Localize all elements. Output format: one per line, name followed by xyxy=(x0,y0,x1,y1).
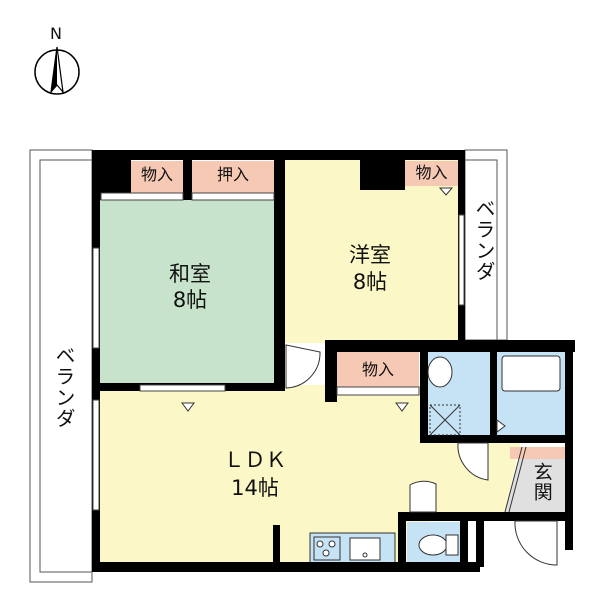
yoshitsu-closet-label: 物入 xyxy=(415,163,448,182)
bathtub-icon xyxy=(501,355,561,392)
ldk-size: 14帖 xyxy=(231,476,279,500)
washitsu-floor xyxy=(100,200,278,385)
yoshitsu-name: 洋室 xyxy=(349,243,391,267)
genkan-shoe-cabinet xyxy=(510,447,565,459)
yoshitsu-size: 8帖 xyxy=(352,270,388,294)
ldk-closet-label: 物入 xyxy=(361,360,394,379)
washitsu-oshiire-label: 押入 xyxy=(216,165,249,184)
yoshitsu-floor xyxy=(285,160,458,343)
ldk-name: ＬＤＫ xyxy=(223,448,287,472)
sink-icon xyxy=(427,356,453,388)
toilet-icon xyxy=(418,534,448,556)
kitchen-sink-icon xyxy=(349,537,381,561)
north-arrow-icon xyxy=(34,46,80,95)
doors xyxy=(181,187,558,566)
washitsu-size: 8帖 xyxy=(172,288,208,312)
genkan-floor xyxy=(505,447,565,512)
oshiire-washitsu xyxy=(192,161,274,193)
washitsu-name: 和室 xyxy=(169,262,211,286)
balcony-right-label: ベランダ xyxy=(472,198,496,282)
windows xyxy=(92,192,465,511)
compass-north-label: N xyxy=(50,24,62,43)
balcony-left-label: ベランダ xyxy=(52,345,76,429)
stove-icon xyxy=(313,536,341,561)
closet-washitsu xyxy=(131,161,183,193)
genkan-label: 玄関 xyxy=(530,462,553,502)
closet-yoshitsu xyxy=(405,161,458,186)
fixtures xyxy=(313,355,561,561)
washitsu-closet-label: 物入 xyxy=(140,165,173,184)
washing-machine-pan-icon xyxy=(429,404,461,436)
closet-ldk xyxy=(337,352,419,387)
